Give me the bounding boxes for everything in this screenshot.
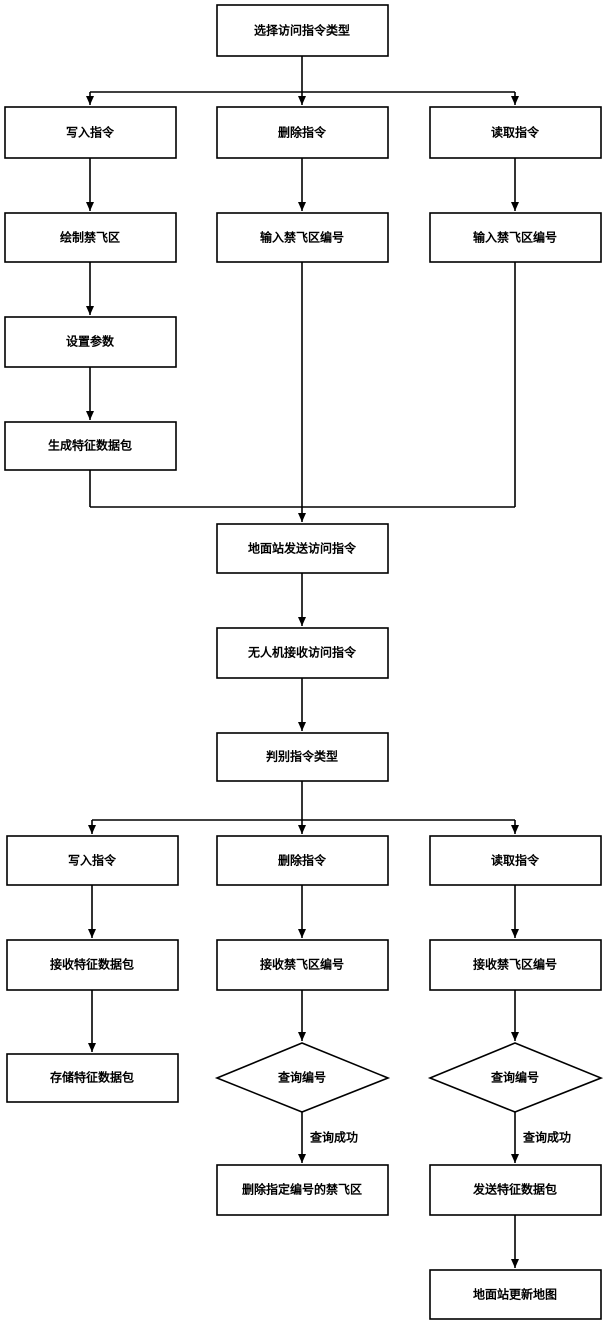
node-recv-id-delete: 接收禁飞区编号 xyxy=(217,940,388,990)
node-recv-id-read: 接收禁飞区编号 xyxy=(430,940,601,990)
node-branch2-read: 读取指令 xyxy=(430,836,601,885)
node-query-delete: 查询编号 xyxy=(217,1043,388,1112)
node-branch2-delete-label: 删除指令 xyxy=(278,853,327,868)
node-branch2-write-label: 写入指令 xyxy=(68,853,117,868)
node-select-type-label: 选择访问指令类型 xyxy=(254,23,350,38)
node-branch2-read-label: 读取指令 xyxy=(491,853,540,868)
node-judge-type-label: 判别指令类型 xyxy=(266,749,338,764)
node-branch2-write: 写入指令 xyxy=(7,836,178,885)
node-branch-write: 写入指令 xyxy=(5,107,176,158)
node-gen-packet-label: 生成特征数据包 xyxy=(48,438,132,453)
node-gen-packet: 生成特征数据包 xyxy=(5,422,176,470)
node-branch2-delete: 删除指令 xyxy=(217,836,388,885)
node-store-packet-label: 存储特征数据包 xyxy=(49,1070,134,1085)
node-branch-delete: 删除指令 xyxy=(217,107,388,158)
node-draw-zone: 绘制禁飞区 xyxy=(5,213,176,262)
node-ground-update: 地面站更新地图 xyxy=(430,1270,601,1319)
node-recv-id-delete-label: 接收禁飞区编号 xyxy=(260,957,344,972)
node-input-id-read-label: 输入禁飞区编号 xyxy=(473,230,557,245)
node-branch-read: 读取指令 xyxy=(430,107,601,158)
node-uav-receive: 无人机接收访问指令 xyxy=(217,628,388,678)
node-query-delete-label: 查询编号 xyxy=(277,1070,326,1085)
node-ground-update-label: 地面站更新地图 xyxy=(473,1287,557,1302)
node-delete-zone: 删除指定编号的禁飞区 xyxy=(217,1165,388,1215)
node-judge-type: 判别指令类型 xyxy=(217,733,388,781)
node-ground-send: 地面站发送访问指令 xyxy=(217,524,388,573)
node-set-params-label: 设置参数 xyxy=(66,334,115,349)
node-delete-zone-label: 删除指定编号的禁飞区 xyxy=(242,1182,362,1197)
node-select-type: 选择访问指令类型 xyxy=(217,5,388,56)
node-recv-id-read-label: 接收禁飞区编号 xyxy=(473,957,557,972)
node-recv-packet-label: 接收特征数据包 xyxy=(50,957,134,972)
node-ground-send-label: 地面站发送访问指令 xyxy=(248,541,357,556)
node-set-params: 设置参数 xyxy=(5,317,176,367)
node-send-packet-label: 发送特征数据包 xyxy=(472,1182,557,1197)
node-branch-write-label: 写入指令 xyxy=(66,125,115,140)
node-branch-read-label: 读取指令 xyxy=(491,125,540,140)
node-store-packet: 存储特征数据包 xyxy=(7,1054,178,1102)
node-draw-zone-label: 绘制禁飞区 xyxy=(60,230,120,245)
node-input-id-read: 输入禁飞区编号 xyxy=(430,213,601,262)
node-uav-receive-label: 无人机接收访问指令 xyxy=(247,645,357,660)
node-recv-packet: 接收特征数据包 xyxy=(7,940,178,990)
node-branch-delete-label: 删除指令 xyxy=(278,125,327,140)
node-input-id-delete-label: 输入禁飞区编号 xyxy=(260,230,344,245)
node-send-packet: 发送特征数据包 xyxy=(430,1165,601,1215)
node-query-read-label: 查询编号 xyxy=(490,1070,539,1085)
node-query-read: 查询编号 xyxy=(430,1043,601,1112)
edge-label-query-success-delete: 查询成功 xyxy=(309,1130,358,1145)
edge-label-query-success-read: 查询成功 xyxy=(522,1130,571,1145)
node-input-id-delete: 输入禁飞区编号 xyxy=(217,213,388,262)
